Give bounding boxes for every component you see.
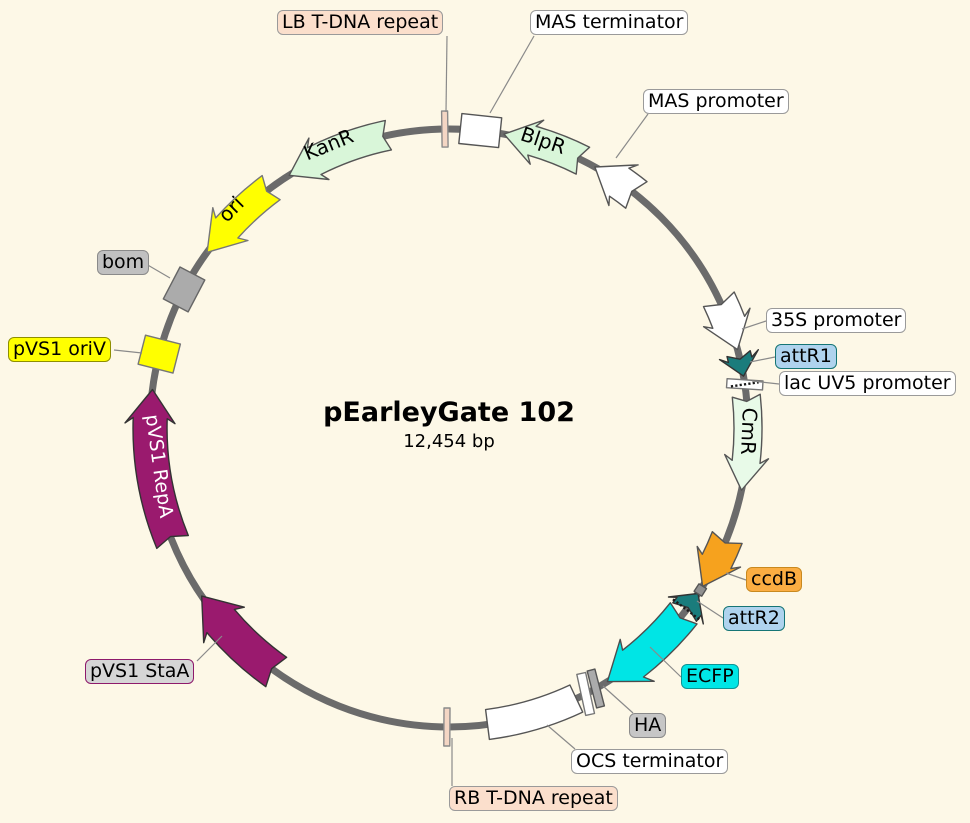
feature-mas-promoter[interactable] [594, 164, 648, 209]
leader-attr2 [696, 600, 724, 619]
feature-cmr[interactable] [724, 393, 770, 491]
feature-attr1[interactable] [718, 349, 759, 377]
label-lac-uv5-promoter[interactable]: lac UV5 promoter [779, 371, 956, 396]
feature-pvs1-oriv[interactable] [137, 334, 182, 374]
label-ccdb[interactable]: ccdB [746, 567, 802, 592]
leader-mas-promoter [615, 113, 649, 159]
label-bom[interactable]: bom [97, 250, 150, 275]
label-pvs1-staa[interactable]: pVS1 StaA [85, 659, 195, 684]
feature-ocs-terminator[interactable] [484, 684, 584, 741]
leader-35s-promoter [741, 320, 767, 330]
leader-ccdb [725, 572, 747, 581]
leader-lac-uv5-promoter [751, 380, 780, 385]
label-attr2[interactable]: attR2 [723, 606, 785, 631]
feature-pvs1-repa[interactable] [124, 388, 189, 550]
label-ocs-terminator[interactable]: OCS terminator [571, 749, 729, 774]
feature-blpr[interactable] [503, 119, 591, 175]
plasmid-title: pEarleyGate 102 [323, 397, 575, 428]
label-35s-promoter[interactable]: 35S promoter [766, 308, 907, 333]
leader-ha [602, 685, 634, 714]
feature-ha[interactable] [586, 668, 606, 709]
leader-ecfp [649, 646, 682, 678]
feature-ecfp[interactable] [606, 602, 698, 683]
feature-rb-t-dna-repeat[interactable] [443, 707, 451, 747]
feature-white-tick[interactable] [576, 671, 596, 717]
label-mas-terminator[interactable]: MAS terminator [530, 10, 689, 35]
label-attr1[interactable]: attR1 [775, 344, 837, 369]
label-rb-t-dna-repeat[interactable]: RB T-DNA repeat [449, 786, 618, 811]
label-lb-t-dna-repeat[interactable]: LB T-DNA repeat [277, 10, 444, 35]
leader-pvs1-oriv [113, 349, 143, 354]
leader-lb-t-dna-repeat [445, 35, 448, 113]
feature-ori[interactable] [206, 174, 281, 253]
feature-lac-uv5-promoter-hatch [730, 381, 759, 388]
leader-mas-terminator [489, 35, 535, 114]
feature-junction-dot[interactable] [693, 583, 708, 597]
feature-cmr-text: CmR [736, 407, 762, 455]
label-ecfp[interactable]: ECFP [681, 664, 739, 689]
leader-pvs1-staa [196, 635, 223, 662]
label-mas-promoter[interactable]: MAS promoter [643, 89, 789, 114]
leader-bom [145, 263, 171, 279]
feature-pvs1-staa[interactable] [201, 595, 288, 688]
plasmid-size: 12,454 bp [403, 431, 495, 452]
label-pvs1-oriv[interactable]: pVS1 oriV [8, 337, 111, 362]
feature-ccdb[interactable] [696, 531, 743, 588]
feature-mas-terminator[interactable] [458, 112, 503, 149]
feature-lb-t-dna-repeat[interactable] [440, 110, 449, 148]
leader-ocs-terminator [546, 724, 576, 750]
feature-kanr[interactable] [288, 119, 393, 181]
feature-bom[interactable] [162, 266, 206, 313]
plasmid-title-block: pEarleyGate 102 12,454 bp [323, 397, 575, 452]
label-ha[interactable]: HA [629, 713, 667, 738]
feature-35s-promoter[interactable] [702, 291, 751, 351]
feature-attr2-junction [672, 598, 701, 621]
leader-attr1 [749, 356, 776, 363]
